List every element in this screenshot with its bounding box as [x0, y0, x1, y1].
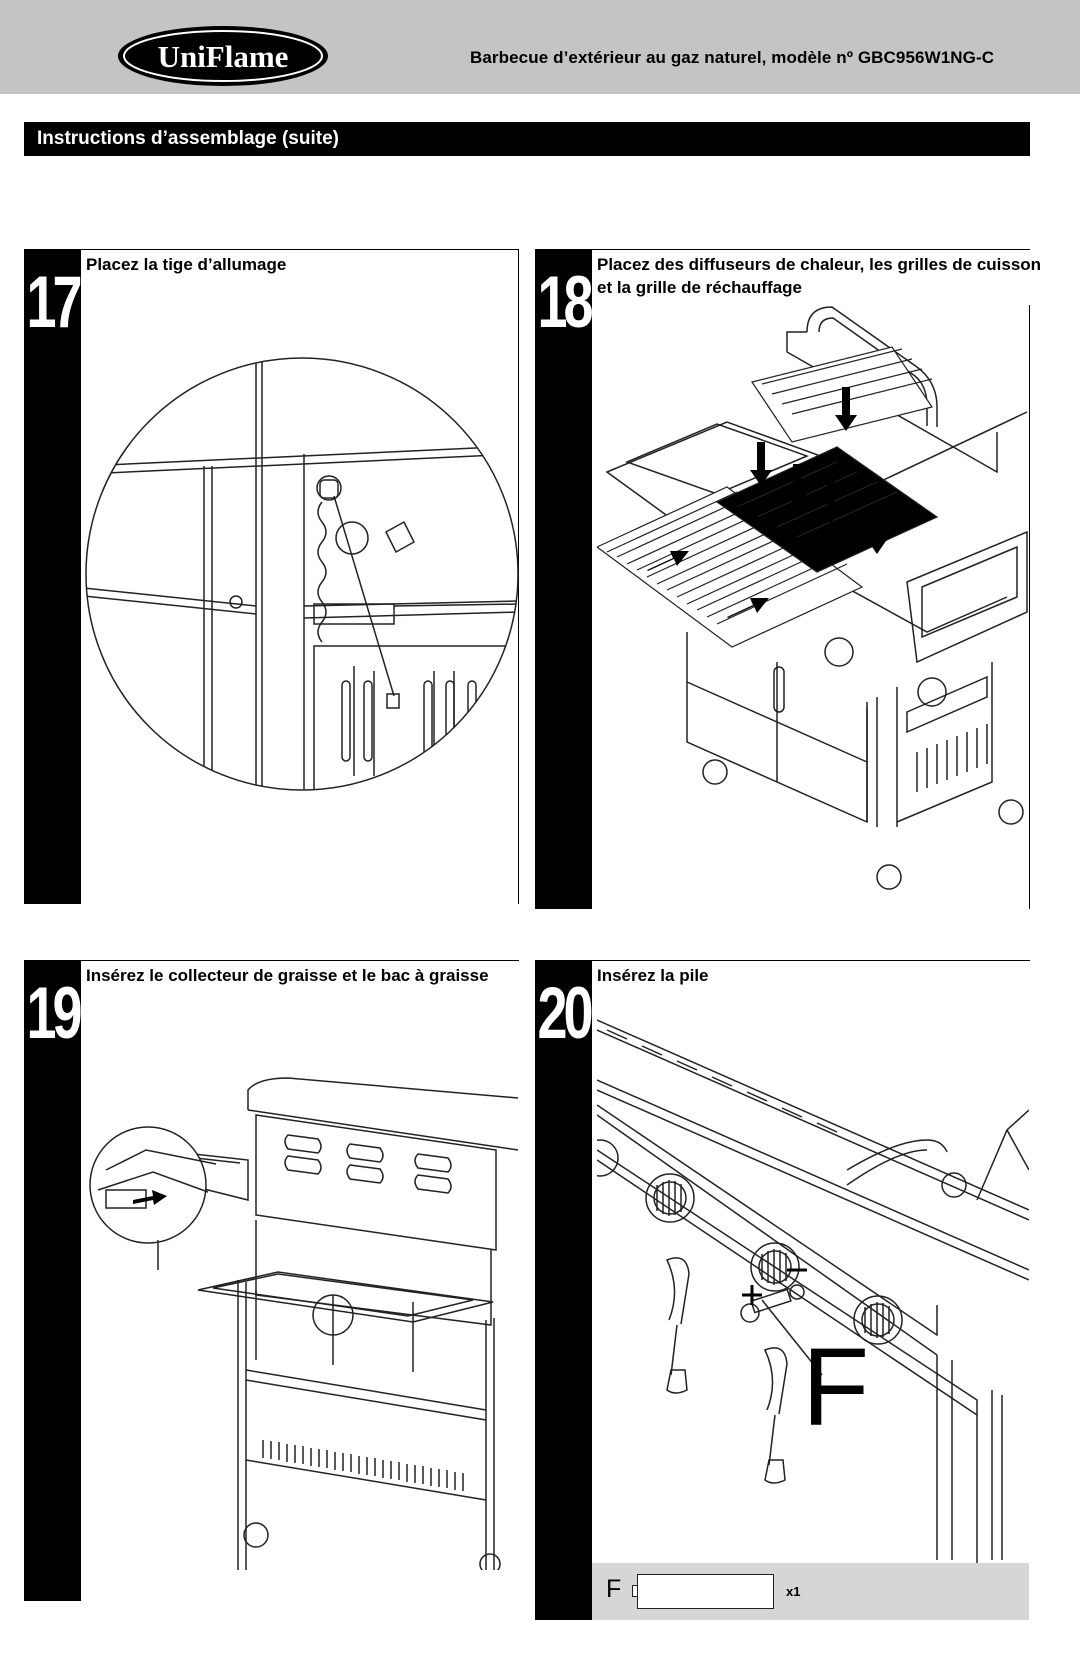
- step-20-illustration: F: [597, 1019, 1029, 1563]
- logo-text: UniFlame: [158, 39, 289, 74]
- step-19-tab: 19: [24, 960, 83, 1601]
- step-19-top-rule: [81, 960, 519, 961]
- step-20-callout-f: F: [802, 1326, 869, 1449]
- step-18-title: Placez des diffuseurs de chaleur, les gr…: [597, 253, 1041, 299]
- step-20-tab: 20: [535, 960, 594, 1620]
- step-18-right-rule: [1029, 305, 1030, 909]
- step-17-illustration: [85, 357, 519, 791]
- step-19-number: 19: [26, 973, 82, 1055]
- step-17-number: 17: [26, 262, 82, 344]
- step-18-illustration: [597, 306, 1028, 890]
- step-17-tab: 17: [24, 249, 83, 904]
- section-bar: Instructions d’assemblage (suite): [24, 122, 1030, 156]
- uniflame-logo: UniFlame: [118, 26, 328, 86]
- part-quantity: x1: [786, 1584, 801, 1599]
- step-18-top-rule: [592, 249, 1030, 250]
- step-19-title: Insérez le collecteur de graisse et le b…: [86, 966, 489, 985]
- document-title: Barbecue d’extérieur au gaz naturel, mod…: [470, 48, 995, 67]
- part-letter: F: [606, 1575, 622, 1603]
- step-18-tab: 18: [535, 249, 594, 909]
- step-17-top-rule: [81, 249, 519, 250]
- step-20-number: 20: [537, 973, 593, 1055]
- section-title: Instructions d’assemblage (suite): [37, 128, 339, 149]
- step-18-title-line-1: Placez des diffuseurs de chaleur, les gr…: [597, 255, 1042, 274]
- step-18-number: 18: [537, 262, 593, 344]
- step-18-title-line-2: et la grille de réchauffage: [597, 278, 803, 297]
- step-20-top-rule: [592, 960, 1030, 961]
- step-20-title: Insérez la pile: [597, 966, 709, 985]
- step-17-title: Placez la tige d’allumage: [86, 255, 287, 274]
- step-19-illustration: [89, 1077, 519, 1570]
- parts-box: F x1: [592, 1563, 1029, 1620]
- battery-icon: [637, 1574, 774, 1609]
